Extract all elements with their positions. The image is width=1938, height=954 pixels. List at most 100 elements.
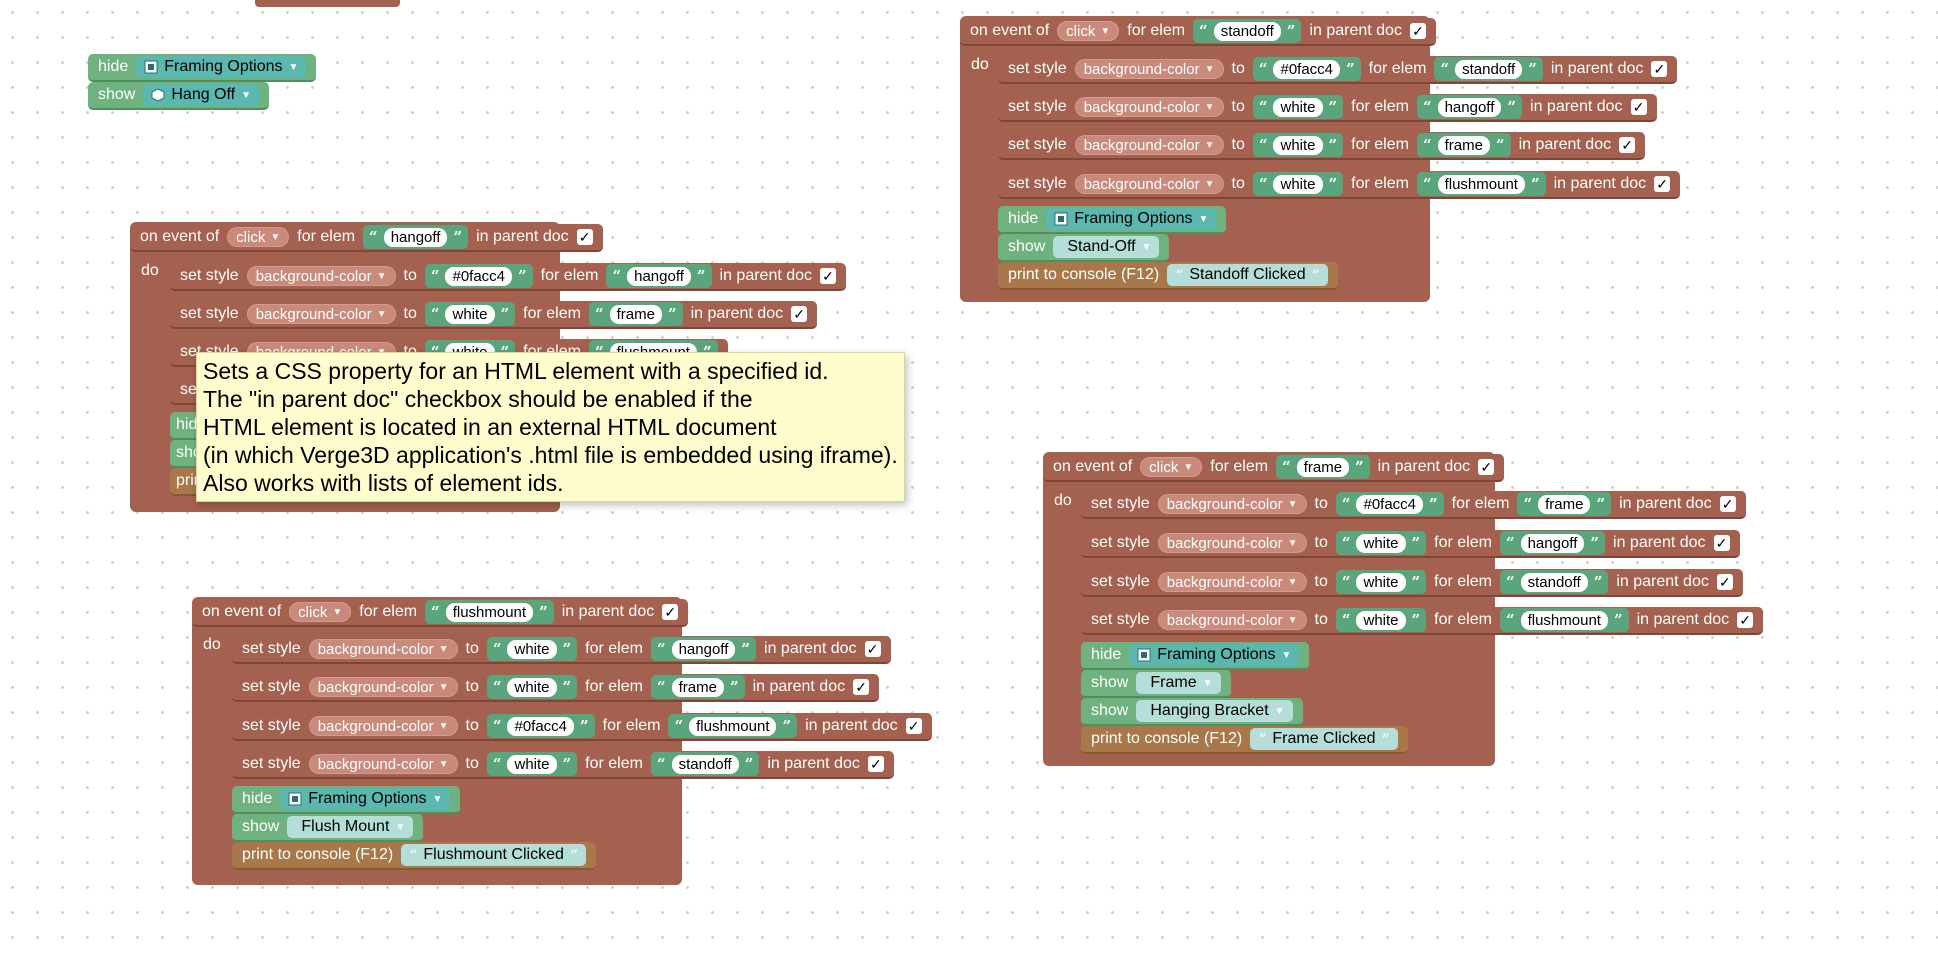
property-dropdown[interactable]: background-color▼ bbox=[1074, 59, 1224, 79]
set-style-row[interactable]: set style background-color▼ to “white” f… bbox=[232, 674, 880, 702]
print-block[interactable]: print to console (F12) “Standoff Clicked… bbox=[998, 262, 1338, 290]
print-block[interactable]: print to console (F12) “Frame Clicked” bbox=[1081, 726, 1408, 754]
set-style-row[interactable]: set style background-color▼ to “white” f… bbox=[998, 132, 1646, 160]
parent-doc-checkbox[interactable]: ✓ bbox=[1716, 574, 1733, 590]
set-style-row[interactable]: set style background-color▼ to “#0facc4”… bbox=[1081, 491, 1746, 519]
string-block[interactable]: “flushmount” bbox=[425, 600, 554, 624]
property-dropdown[interactable]: background-color▼ bbox=[246, 304, 396, 324]
set-style-row[interactable]: set style background-color▼ to “white” f… bbox=[1081, 569, 1743, 597]
string-value[interactable]: frame bbox=[1296, 457, 1350, 477]
string-block[interactable]: “#0facc4” bbox=[1335, 492, 1444, 516]
string-block[interactable]: “flushmount” bbox=[1499, 608, 1629, 632]
string-block[interactable]: “frame” bbox=[650, 675, 745, 699]
parent-doc-checkbox[interactable]: ✓ bbox=[662, 604, 679, 620]
set-style-row[interactable]: set style background-color▼ to “white” f… bbox=[1081, 607, 1764, 635]
string-value[interactable]: white bbox=[445, 304, 495, 324]
string-value[interactable]: Standoff Clicked bbox=[1189, 266, 1306, 283]
string-value[interactable]: hangoff bbox=[671, 639, 736, 659]
hide-block[interactable]: hide Framing Options ▼ bbox=[1081, 642, 1310, 670]
string-value[interactable]: white bbox=[1356, 572, 1406, 592]
parent-doc-checkbox[interactable]: ✓ bbox=[867, 756, 884, 772]
string-block[interactable]: “Frame Clicked” bbox=[1250, 728, 1398, 750]
show-block[interactable]: show Hang Off ▼ bbox=[88, 82, 270, 110]
string-block[interactable]: “white” bbox=[486, 637, 578, 661]
property-dropdown[interactable]: background-color▼ bbox=[1074, 174, 1224, 194]
string-value[interactable]: flushmount bbox=[1437, 174, 1525, 194]
string-value[interactable]: hangoff bbox=[627, 266, 691, 286]
string-block[interactable]: “standoff” bbox=[1499, 570, 1609, 594]
hide-block[interactable]: hide Framing Options ▼ bbox=[232, 786, 461, 814]
string-block[interactable]: “#0facc4” bbox=[1252, 57, 1361, 81]
property-dropdown[interactable]: background-color▼ bbox=[1074, 135, 1224, 155]
string-block[interactable]: “white” bbox=[1335, 531, 1427, 555]
string-block[interactable]: “white” bbox=[1335, 608, 1427, 632]
partial-block-top[interactable] bbox=[255, 0, 400, 7]
framing-options-dropdown[interactable]: Framing Options ▼ bbox=[1129, 644, 1300, 666]
parent-doc-checkbox[interactable]: ✓ bbox=[1409, 23, 1426, 39]
string-block[interactable]: “white” bbox=[486, 752, 578, 776]
set-style-row[interactable]: set style background-color▼ to “white” f… bbox=[998, 94, 1657, 122]
string-block[interactable]: “frame” bbox=[1276, 455, 1370, 479]
parent-doc-checkbox[interactable]: ✓ bbox=[820, 268, 837, 284]
object-dropdown[interactable]: Stand-Off ▼ bbox=[1053, 236, 1160, 258]
parent-doc-checkbox[interactable]: ✓ bbox=[791, 306, 808, 322]
framing-options-dropdown[interactable]: Framing Options ▼ bbox=[280, 788, 451, 810]
parent-doc-checkbox[interactable]: ✓ bbox=[576, 229, 593, 245]
set-style-row[interactable]: set style background-color▼ to “white” f… bbox=[232, 751, 894, 779]
string-value[interactable]: standoff bbox=[1520, 572, 1588, 592]
string-block[interactable]: “hangoff” bbox=[363, 225, 469, 249]
event-type-dropdown[interactable]: click▼ bbox=[289, 602, 352, 622]
show-block[interactable]: show Flush Mount ▼ bbox=[232, 814, 424, 842]
string-value[interactable]: hangoff bbox=[1437, 97, 1502, 117]
string-value[interactable]: hangoff bbox=[1520, 533, 1585, 553]
parent-doc-checkbox[interactable]: ✓ bbox=[1654, 176, 1671, 192]
string-block[interactable]: “frame” bbox=[1416, 133, 1511, 157]
set-style-row[interactable]: set style background-color▼ to “#0facc4”… bbox=[170, 263, 847, 291]
string-value[interactable]: white bbox=[1273, 97, 1323, 117]
property-dropdown[interactable]: background-color▼ bbox=[1157, 533, 1307, 553]
string-value[interactable]: frame bbox=[609, 304, 662, 324]
string-value[interactable]: flushmount bbox=[689, 716, 777, 736]
string-value[interactable]: frame bbox=[671, 677, 724, 697]
string-value[interactable]: standoff bbox=[1213, 21, 1281, 41]
string-block[interactable]: “white” bbox=[1252, 133, 1344, 157]
hide-block[interactable]: hide Framing Options ▼ bbox=[998, 206, 1227, 234]
framing-options-dropdown[interactable]: Framing Options ▼ bbox=[136, 56, 307, 78]
print-block[interactable]: print to console (F12) “Flushmount Click… bbox=[232, 842, 597, 870]
string-block[interactable]: “standoff” bbox=[1193, 19, 1302, 43]
set-style-row[interactable]: set style background-color▼ to “white” f… bbox=[232, 636, 891, 664]
string-value[interactable]: standoff bbox=[671, 754, 739, 774]
parent-doc-checkbox[interactable]: ✓ bbox=[864, 641, 881, 657]
string-block[interactable]: “hangoff” bbox=[650, 637, 757, 661]
property-dropdown[interactable]: background-color▼ bbox=[1157, 572, 1307, 592]
event-header-frame[interactable]: on event of click▼ for elem “frame” in p… bbox=[1043, 454, 1505, 482]
string-block[interactable]: “Standoff Clicked” bbox=[1167, 264, 1328, 286]
show-block[interactable]: show Stand-Off ▼ bbox=[998, 234, 1170, 262]
string-value[interactable]: white bbox=[1273, 135, 1323, 155]
hide-block[interactable]: hide Framing Options ▼ bbox=[88, 54, 317, 82]
string-value[interactable]: white bbox=[507, 754, 557, 774]
parent-doc-checkbox[interactable]: ✓ bbox=[1619, 137, 1636, 153]
event-type-dropdown[interactable]: click▼ bbox=[1057, 21, 1120, 41]
string-block[interactable]: “flushmount” bbox=[1416, 172, 1546, 196]
parent-doc-checkbox[interactable]: ✓ bbox=[1478, 459, 1495, 475]
string-value[interactable]: white bbox=[1273, 174, 1323, 194]
framing-options-dropdown[interactable]: Framing Options ▼ bbox=[1046, 208, 1217, 230]
property-dropdown[interactable]: background-color▼ bbox=[308, 716, 458, 736]
string-block[interactable]: “#0facc4” bbox=[424, 264, 533, 288]
string-block[interactable]: “white” bbox=[1252, 95, 1344, 119]
object-dropdown[interactable]: Frame ▼ bbox=[1136, 672, 1221, 694]
string-block[interactable]: “hangoff” bbox=[606, 264, 712, 288]
set-style-row[interactable]: set style background-color▼ to “#0facc4”… bbox=[998, 56, 1678, 84]
parent-doc-checkbox[interactable]: ✓ bbox=[853, 679, 870, 695]
parent-doc-checkbox[interactable]: ✓ bbox=[1630, 99, 1647, 115]
string-block[interactable]: “frame” bbox=[1517, 492, 1612, 516]
event-type-dropdown[interactable]: click▼ bbox=[227, 227, 290, 247]
property-dropdown[interactable]: background-color▼ bbox=[1157, 494, 1307, 514]
property-dropdown[interactable]: background-color▼ bbox=[246, 266, 396, 286]
property-dropdown[interactable]: background-color▼ bbox=[1074, 97, 1224, 117]
event-header-flushmount[interactable]: on event of click▼ for elem “flushmount”… bbox=[192, 599, 689, 627]
parent-doc-checkbox[interactable]: ✓ bbox=[1651, 61, 1668, 77]
object-dropdown[interactable]: Hang Off ▼ bbox=[143, 84, 260, 106]
show-block[interactable]: show Frame ▼ bbox=[1081, 670, 1231, 698]
